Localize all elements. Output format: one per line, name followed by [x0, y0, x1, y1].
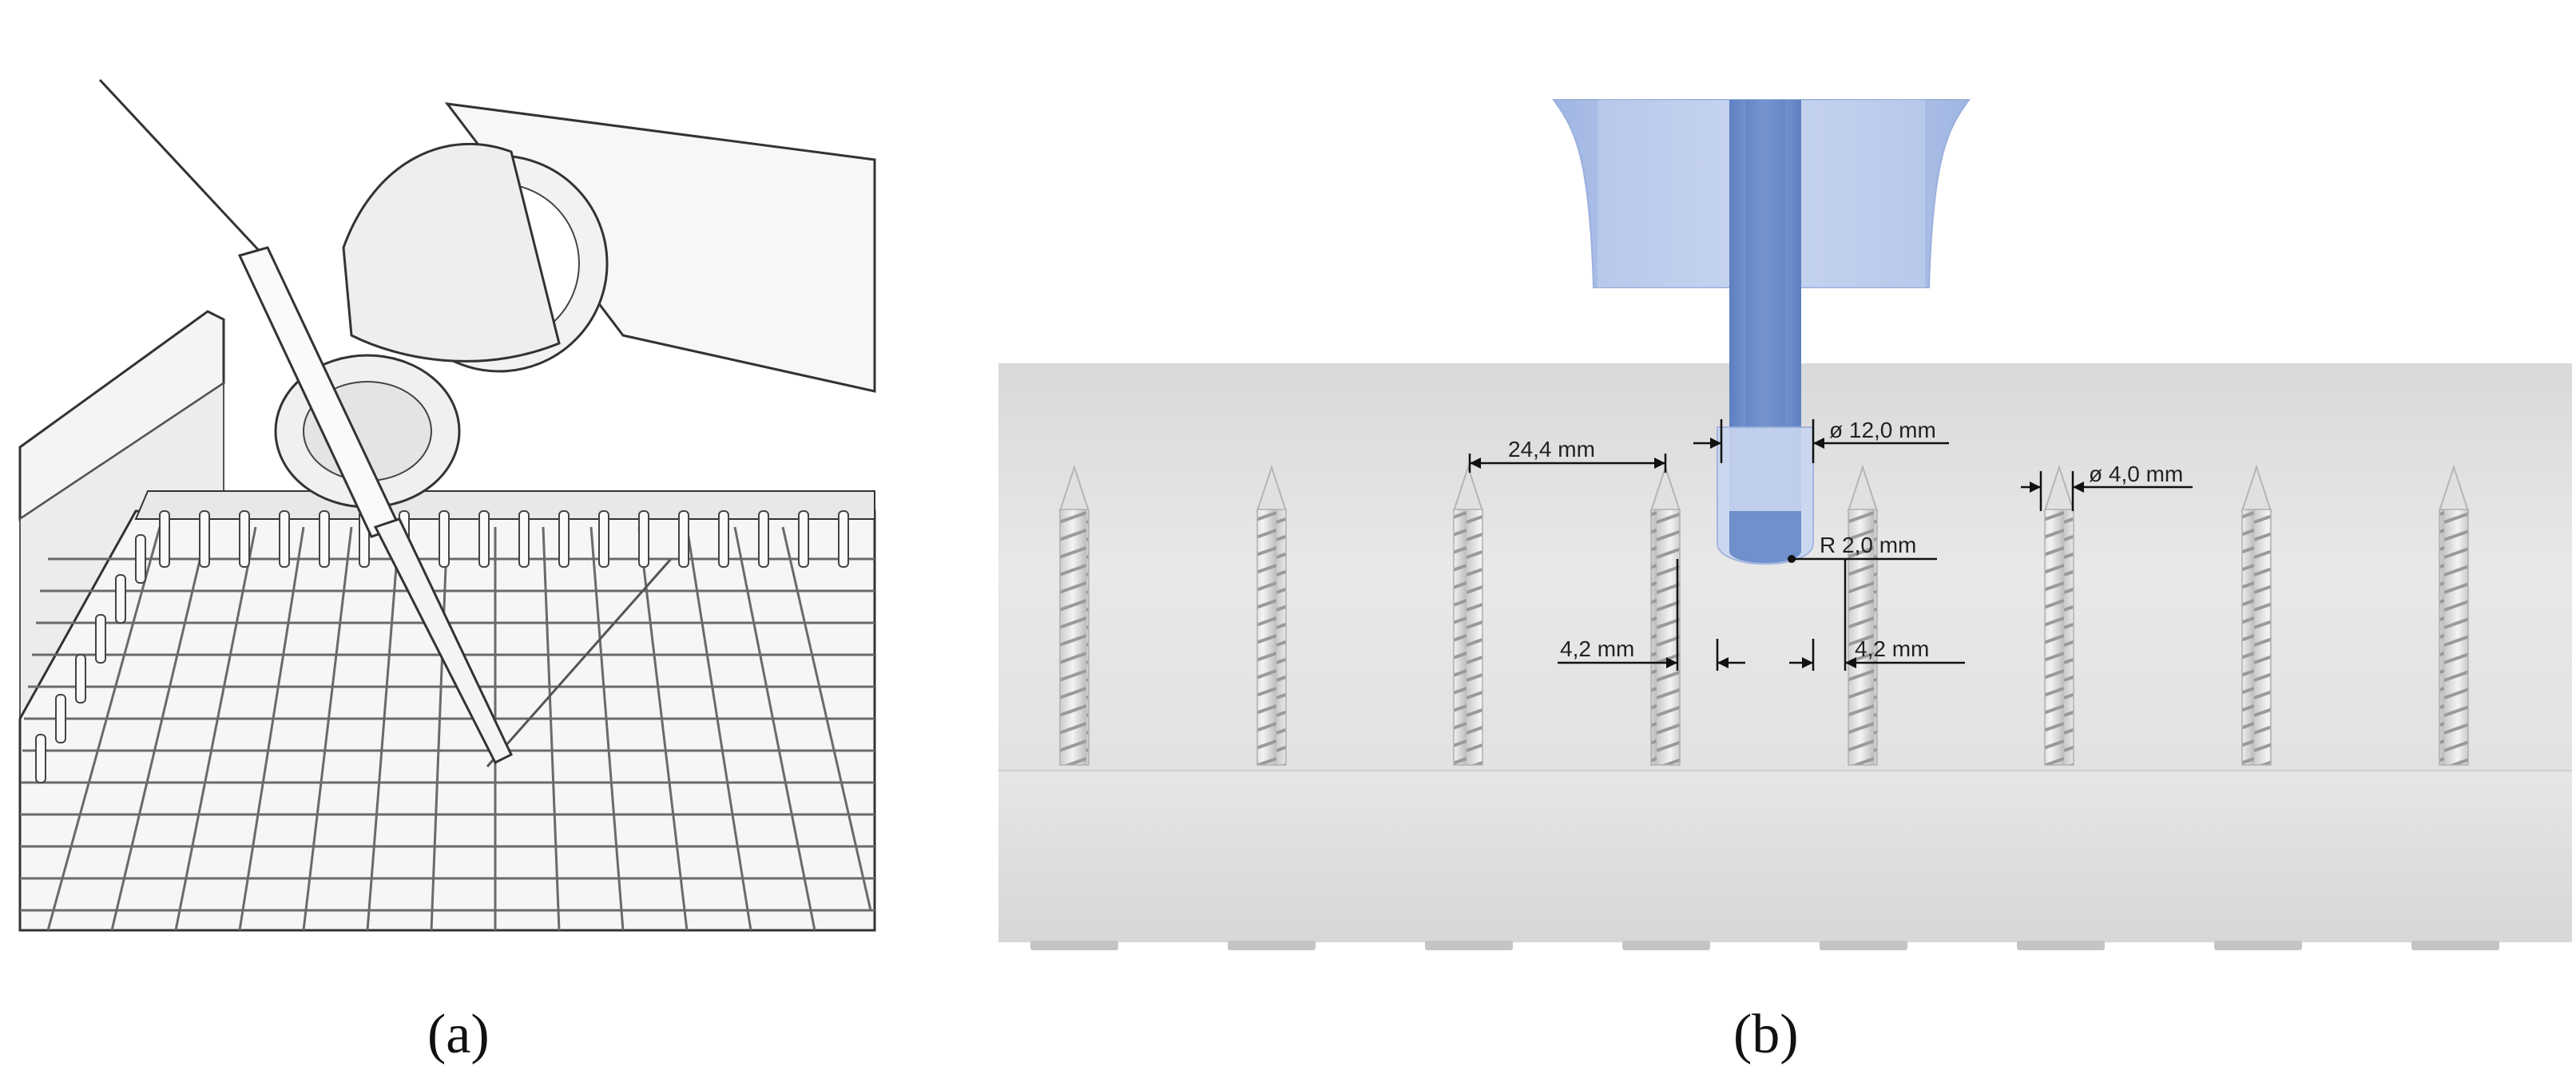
- pin-tray: [18, 509, 876, 932]
- dim-tool-diameter: ø 12,0 mm: [1829, 418, 1936, 442]
- dim-pin-spacing: 24,4 mm: [1508, 437, 1595, 462]
- dimension-arrows: [1470, 438, 2084, 668]
- threaded-pin: [1649, 464, 1681, 766]
- panel-b-illustration: [998, 99, 2572, 950]
- dim-tip-radius: R 2,0 mm: [1820, 533, 1916, 557]
- dim-clearance-right: 4,2 mm: [1855, 636, 1929, 661]
- caption-panel-b: (b): [1733, 1004, 1799, 1065]
- wire-grid: [20, 526, 875, 931]
- threaded-pin: [1256, 464, 1288, 766]
- panel-a-illustration: [18, 78, 876, 932]
- dimension-lines: [1468, 419, 2193, 671]
- robot-tool-needle: [373, 517, 513, 765]
- threaded-pin: [1847, 464, 1879, 766]
- plate-base: [998, 771, 2572, 942]
- dim-pin-diameter: ø 4,0 mm: [2089, 462, 2183, 486]
- plate-feet: [1030, 941, 2499, 950]
- dim-clearance-left: 4,2 mm: [1560, 636, 1634, 661]
- threaded-pin: [1452, 464, 1484, 766]
- tray-pins-back-row: [159, 510, 849, 568]
- threaded-pin: [1058, 464, 1090, 766]
- threaded-pin: [2241, 464, 2272, 766]
- tray-pins-left-row: [35, 534, 146, 783]
- threaded-pin: [2438, 464, 2470, 766]
- threaded-pins: [1058, 464, 2470, 766]
- caption-panel-a: (a): [427, 1004, 490, 1065]
- threaded-pin: [2043, 464, 2075, 766]
